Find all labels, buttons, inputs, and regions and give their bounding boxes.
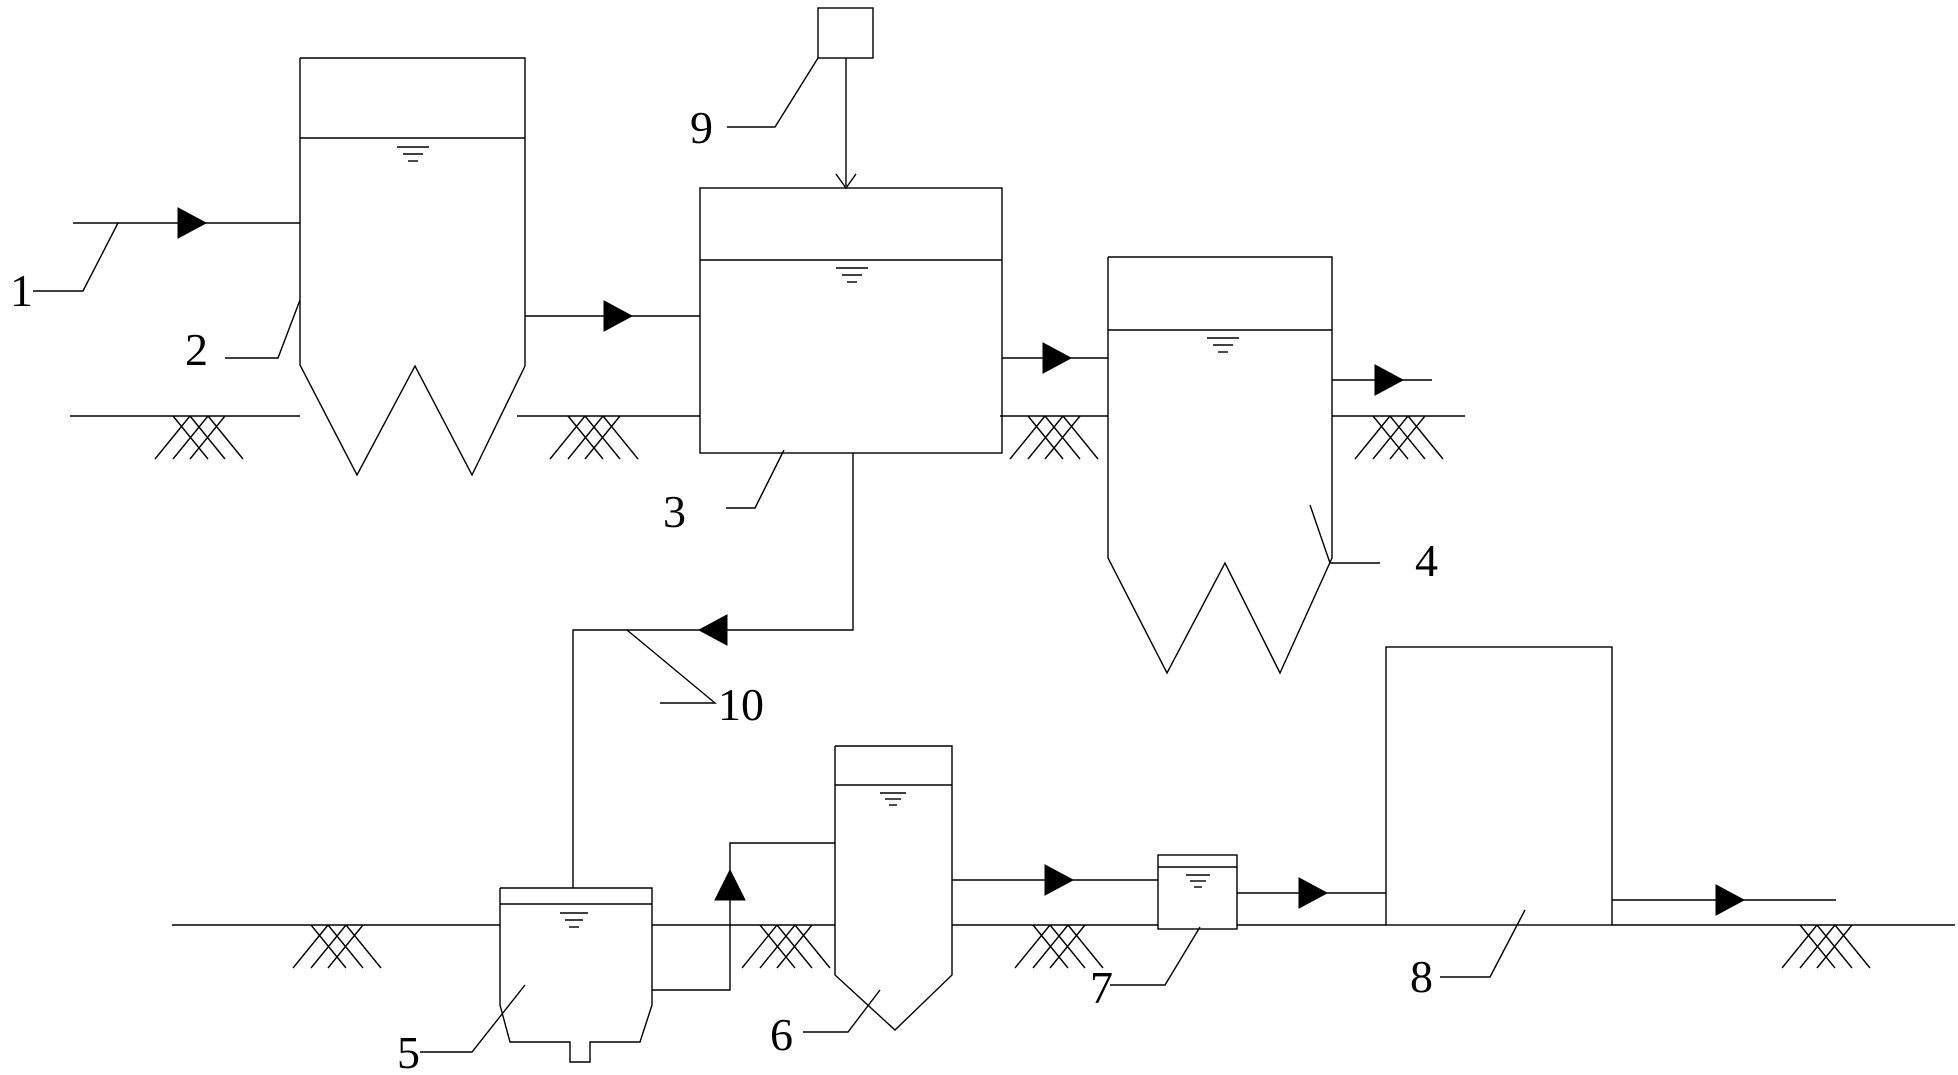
water-level-symbol bbox=[836, 267, 868, 283]
ground-hatch-symbol bbox=[1014, 924, 1104, 969]
label-10: 10 bbox=[718, 679, 764, 730]
label-9: 9 bbox=[690, 102, 713, 153]
flow-pipe-7-to-8 bbox=[1237, 877, 1386, 909]
flow-pipe-8-outlet bbox=[1612, 884, 1836, 916]
tank-8 bbox=[1385, 646, 1613, 926]
water-level-symbol bbox=[397, 146, 429, 162]
label-5: 5 bbox=[397, 1027, 420, 1075]
flow-pipe-3-to-4 bbox=[1002, 342, 1108, 374]
tank-6 bbox=[834, 745, 953, 1031]
flow-pipe-2-to-3 bbox=[525, 300, 700, 332]
tank-5 bbox=[499, 887, 653, 1063]
flow-pipe-6-to-7 bbox=[952, 864, 1158, 896]
ground-hatch-symbol bbox=[1009, 415, 1099, 460]
flow-pipe-5-to-6 bbox=[652, 842, 835, 991]
label-7: 7 bbox=[1090, 962, 1113, 1013]
ground-hatch-symbol bbox=[1781, 924, 1871, 969]
label-3: 3 bbox=[663, 486, 686, 537]
label-2: 2 bbox=[185, 324, 208, 375]
water-level-symbol bbox=[1186, 874, 1210, 888]
tank-4 bbox=[1107, 256, 1333, 675]
label-6: 6 bbox=[770, 1009, 793, 1060]
water-level-symbol bbox=[560, 912, 588, 928]
ground-hatch-symbol bbox=[549, 415, 639, 460]
water-level-symbol bbox=[880, 792, 906, 806]
label-4: 4 bbox=[1415, 535, 1438, 586]
label-1: 1 bbox=[10, 265, 33, 316]
label-8: 8 bbox=[1410, 951, 1433, 1002]
ground-hatch-symbol bbox=[292, 924, 382, 969]
tank-2 bbox=[299, 57, 526, 477]
dosing-box-9 bbox=[817, 7, 874, 190]
flow-pipe-4-outlet bbox=[1332, 364, 1432, 396]
ground-hatch-symbol bbox=[154, 415, 244, 460]
return-pipe-10 bbox=[572, 453, 854, 888]
flow-pipe-inlet bbox=[73, 207, 300, 239]
leader-lines bbox=[33, 57, 1526, 1053]
ground-hatch-symbol bbox=[741, 924, 831, 969]
box-7 bbox=[1157, 854, 1238, 930]
ground-hatch-symbol bbox=[1354, 415, 1444, 460]
water-level-symbol bbox=[1207, 337, 1239, 353]
tank-3 bbox=[699, 187, 1003, 454]
